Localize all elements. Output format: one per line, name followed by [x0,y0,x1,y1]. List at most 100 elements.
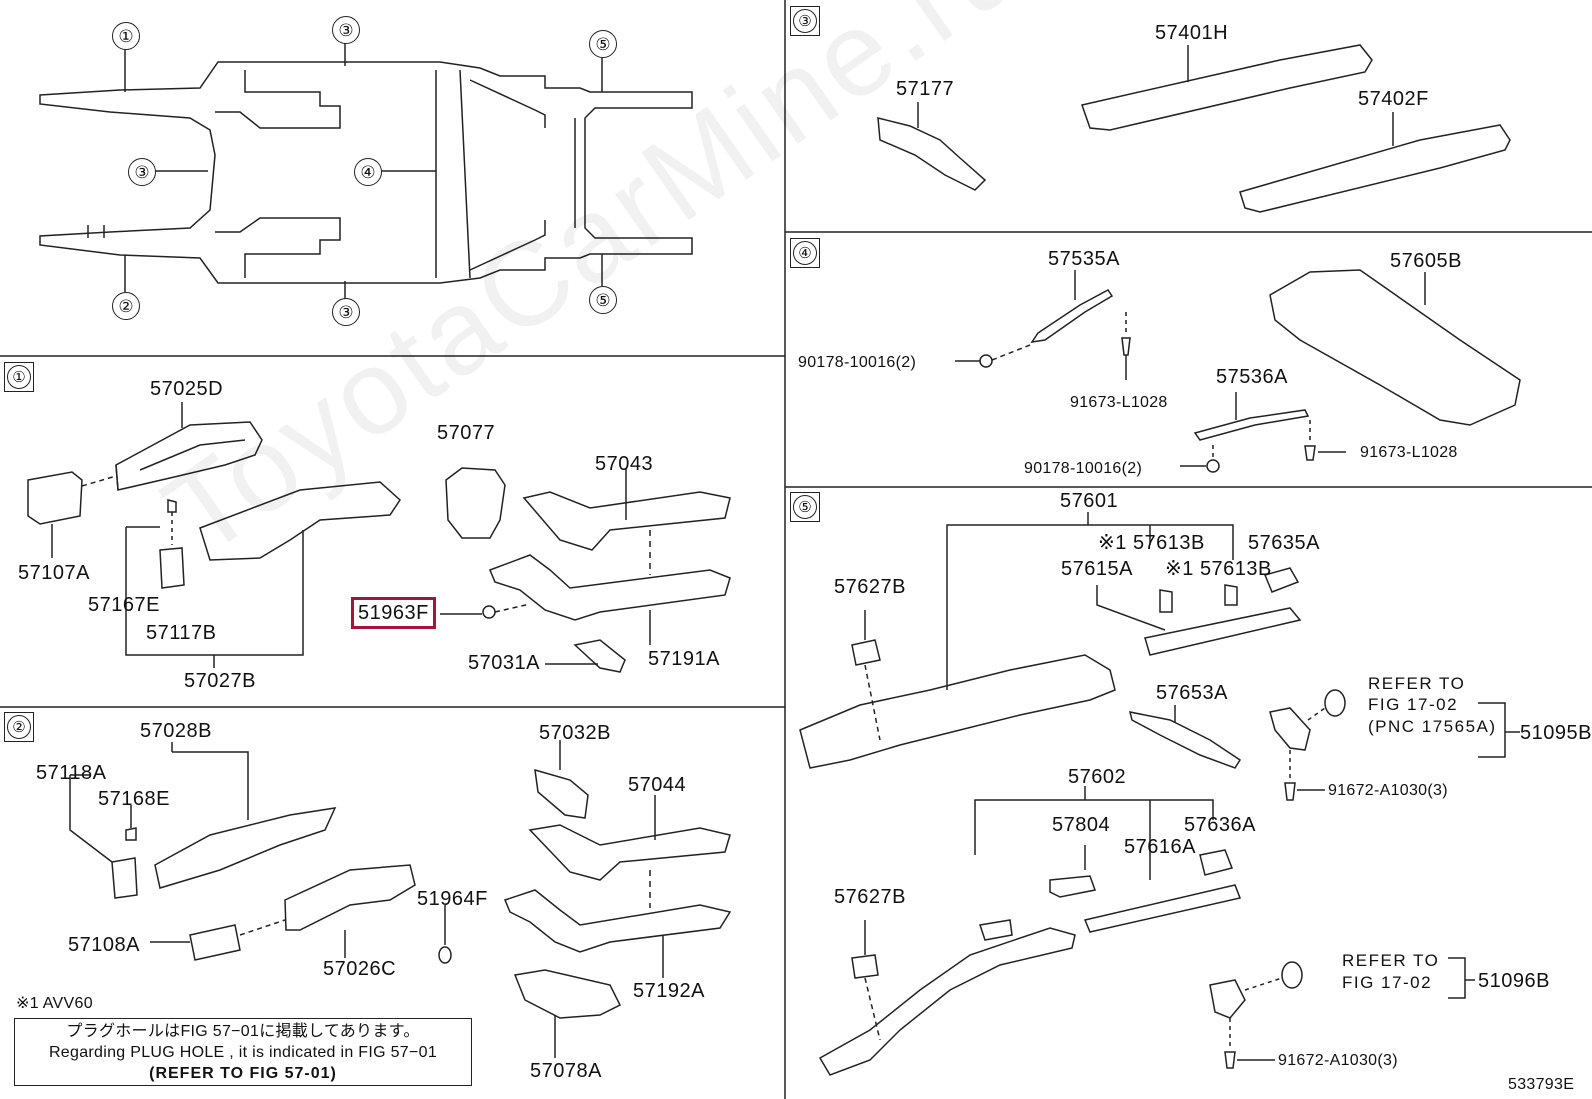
section-tag-3: ③ [790,6,820,36]
part-label-57108A[interactable]: 57108A [68,934,140,956]
part-label-57627B-upper[interactable]: 57627B [834,576,906,598]
part-label-51964F[interactable]: 51964F [417,888,488,910]
section-tag-4: ④ [790,238,820,268]
part-57167E-shape [167,499,177,513]
part-57177-shape [877,117,987,191]
part-57536A-shape [1193,409,1310,441]
part-label-57167E[interactable]: 57167E [88,594,160,616]
part-57028B-shape [154,807,337,889]
note-english: Regarding PLUG HOLE , it is indicated in… [48,1044,438,1061]
part-57044-shape [528,824,731,881]
footnote-avv60: ※1 AVV60 [16,995,93,1012]
part-label-51096B[interactable]: 51096B [1478,970,1550,992]
section-tag-2: ② [4,712,34,742]
overview-callout-1: ① [112,22,140,50]
part-label-57804[interactable]: 57804 [1052,814,1111,836]
part-label-57191A[interactable]: 57191A [648,648,720,670]
part-label-57613B-lower[interactable]: ※1 57613B [1165,558,1272,580]
part-label-57605B[interactable]: 57605B [1390,250,1462,272]
figure-id: 533793E [1508,1076,1575,1093]
part-label-57107A[interactable]: 57107A [18,562,90,584]
part-57026C-shape [284,864,416,931]
part-label-91672-A1030-upper[interactable]: 91672-A1030(3) [1328,782,1448,799]
overview-callout-2: ② [112,292,140,320]
part-label-57044[interactable]: 57044 [628,774,687,796]
part-57601-shape [799,654,1116,769]
part-label-57118A[interactable]: 57118A [36,762,107,784]
refer-fig-17-02-link-2[interactable]: FIG 17-02 [1342,973,1433,992]
part-label-57168E[interactable]: 57168E [98,788,170,810]
part-57077-shape [445,467,506,539]
part-57168E-shape [125,827,137,841]
part-57401H-shape [1081,44,1373,131]
part-label-57627B-lower[interactable]: 57627B [834,886,906,908]
part-label-91672-A1030-lower[interactable]: 91672-A1030(3) [1278,1052,1398,1069]
part-label-57536A[interactable]: 57536A [1216,366,1288,388]
part-57616A-shape [1083,884,1242,933]
part-57031A-shape [573,639,626,673]
note-reference[interactable]: (REFER TO FIG 57-01) [149,1065,337,1082]
part-57107A-shape [27,471,83,525]
part-51096B-bracket [1209,979,1246,1019]
part-label-91673-L1028-upper[interactable]: 91673-L1028 [1070,394,1168,411]
part-57108A-shape [189,924,241,961]
part-label-57602[interactable]: 57602 [1068,766,1127,788]
part-label-57616A[interactable]: 57616A [1124,836,1196,858]
part-label-57402F[interactable]: 57402F [1358,88,1429,110]
part-label-57636A[interactable]: 57636A [1184,814,1256,836]
plug-hole-note: プラグホールはFIG 57−01に掲載してあります。 Regarding PLU… [14,1018,472,1086]
part-51095B-bracket [1269,707,1311,751]
refer-fig-17-02-link-1[interactable]: FIG 17-02 [1368,695,1459,714]
part-57078A-shape [513,969,622,1019]
part-57027B-shape [199,481,401,561]
part-57636A-shape [1199,849,1234,876]
part-label-57117B[interactable]: 57117B [146,622,217,644]
part-label-57077[interactable]: 57077 [437,422,496,444]
part-label-57078A[interactable]: 57078A [530,1060,602,1082]
part-label-90178-10016-upper[interactable]: 90178-10016(2) [798,354,917,371]
overview-callout-3-left: ③ [128,158,156,186]
part-57043-shape [522,491,731,551]
part-label-51963F-highlighted[interactable]: 51963F [351,597,436,629]
part-label-57601[interactable]: 57601 [1060,490,1119,512]
overview-callout-3-bottom: ③ [332,298,360,326]
part-57117B-shape [159,547,185,589]
part-57535A-shape [1030,289,1114,344]
part-label-57043[interactable]: 57043 [595,453,654,475]
part-57627B-1-shape [851,639,881,666]
note-japanese: プラグホールはFIG 57−01に掲載してあります。 [66,1023,420,1040]
part-57025D-shape [115,421,263,491]
part-label-57026C[interactable]: 57026C [323,958,397,980]
part-label-57032B[interactable]: 57032B [539,722,611,744]
part-57605B-shape [1269,269,1521,426]
part-label-57635A[interactable]: 57635A [1248,532,1320,554]
part-57192A-shape [503,889,732,953]
part-label-57653A[interactable]: 57653A [1156,682,1228,704]
part-label-57028B[interactable]: 57028B [140,720,212,742]
part-label-57401H[interactable]: 57401H [1155,22,1229,44]
part-label-57177[interactable]: 57177 [896,78,955,100]
part-label-51095B[interactable]: 51095B [1520,722,1592,744]
overview-callout-5-bottom: ⑤ [589,286,617,314]
part-label-57027B[interactable]: 57027B [184,670,256,692]
part-57804-shape [1049,875,1096,898]
part-57653A-shape [1128,711,1242,769]
overview-callout-3-top: ③ [332,16,360,44]
part-label-57031A[interactable]: 57031A [468,652,540,674]
part-57118A-shape [111,857,138,899]
part-57032B-shape [534,768,589,819]
refer-to-label-1: REFER TO [1368,674,1466,693]
part-label-57535A[interactable]: 57535A [1048,248,1120,270]
part-57191A-shape [489,554,731,621]
refer-to-label-2: REFER TO [1342,951,1440,970]
part-label-57615A[interactable]: 57615A [1061,558,1133,580]
part-57602-shape [818,927,1076,1076]
part-label-57025D[interactable]: 57025D [150,378,224,400]
part-label-90178-10016-lower[interactable]: 90178-10016(2) [1024,460,1143,477]
part-label-57192A[interactable]: 57192A [633,980,705,1002]
section-tag-5: ⑤ [790,492,820,522]
overview-callout-5-top: ⑤ [589,30,617,58]
part-label-57613B-upper[interactable]: ※1 57613B [1098,532,1205,554]
part-label-91673-L1028-lower[interactable]: 91673-L1028 [1360,444,1458,461]
